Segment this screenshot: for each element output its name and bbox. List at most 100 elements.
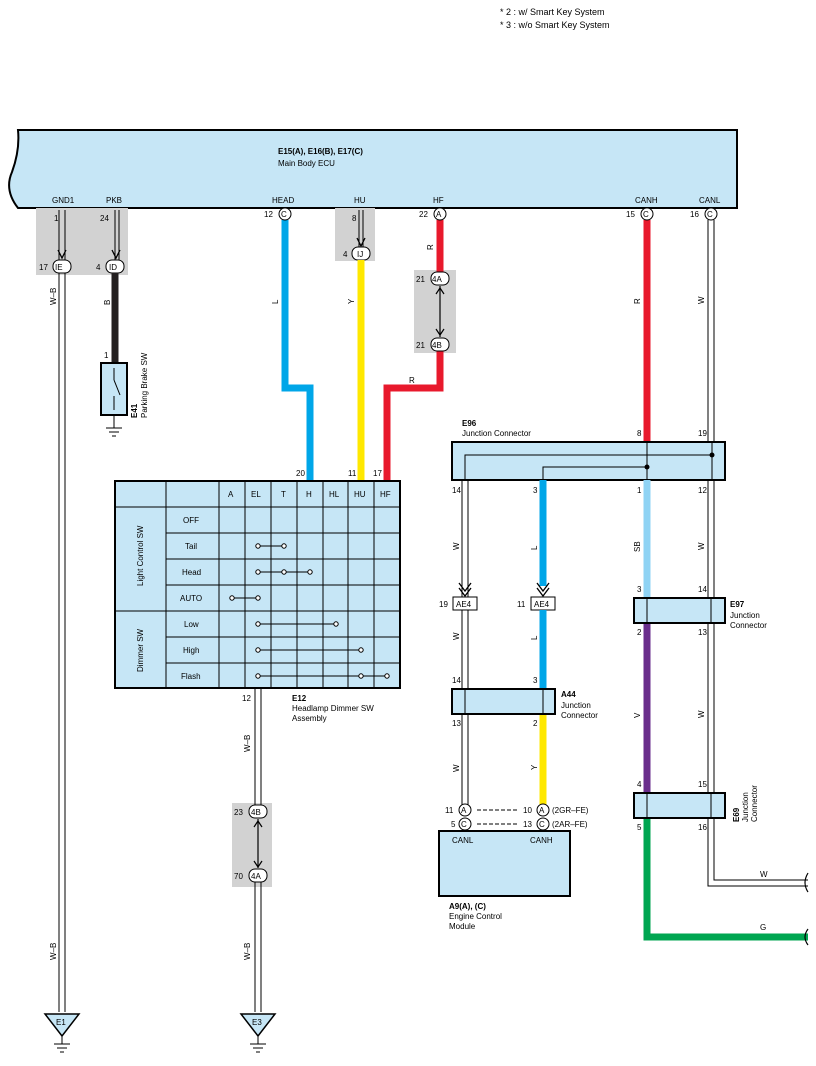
ecu-pin-canh: CANH <box>635 196 658 205</box>
pin-e69-16: 16 <box>698 823 707 832</box>
ecm-variant-2ar: (2AR–FE) <box>552 820 588 829</box>
conn-ecm-a-right: A <box>539 806 545 815</box>
ecu-pin-hu: HU <box>354 196 366 205</box>
pin-e69-15: 15 <box>698 780 707 789</box>
pin-ecm-13: 13 <box>523 820 532 829</box>
junction-connector-a44 <box>451 688 556 715</box>
wire-dimmer-ground: 4B 4A <box>248 688 268 1012</box>
pin-e96-14: 14 <box>452 486 461 495</box>
pin-e97-2: 2 <box>637 628 642 637</box>
dimmer-row-off: OFF <box>183 516 199 525</box>
pin-hf-4b: 21 <box>416 341 425 350</box>
pin-gnd1-ie: 17 <box>39 263 48 272</box>
junction-connector-e69 <box>633 792 726 819</box>
wire-label-e97-w: W <box>697 710 706 718</box>
e69-code: E69 <box>732 807 741 822</box>
dimmer-col-h: H <box>306 490 312 499</box>
pin-e69-5: 5 <box>637 823 642 832</box>
wire-e96-14-w: AE4 <box>452 480 478 805</box>
pin-ecm-5: 5 <box>451 820 456 829</box>
dimmer-row-flash: Flash <box>181 672 201 681</box>
pin-a44-3: 3 <box>533 676 538 685</box>
wire-label-v: V <box>633 712 642 718</box>
wire-label-dimmer-wb: W–B <box>243 735 252 752</box>
conn-ae4-right: AE4 <box>534 600 550 609</box>
dimmer-row-low: Low <box>184 620 199 629</box>
e69-name-1: Junction <box>741 792 750 822</box>
ecu-pin-gnd1: GND1 <box>52 196 75 205</box>
wire-canl: C <box>704 207 718 442</box>
pin-sw-hu: 11 <box>348 469 357 478</box>
conn-id: ID <box>109 263 117 272</box>
wire-label-g: G <box>760 923 766 932</box>
e96-name: Junction Connector <box>462 429 531 438</box>
conn-ecm-c-right: C <box>539 820 545 829</box>
wire-hu: IJ <box>351 210 371 481</box>
wire-pkb: ID <box>105 210 125 363</box>
wire-label-ae4-w: W <box>452 632 461 640</box>
pin-hu: 8 <box>352 214 357 223</box>
pin-e97-13: 13 <box>698 628 707 637</box>
wire-label-hu-y: Y <box>347 298 356 304</box>
dimmer-row-auto: AUTO <box>180 594 202 603</box>
ground-e3-label: E3 <box>252 1018 262 1027</box>
pin-canl: 16 <box>690 210 699 219</box>
dimmer-row-tail: Tail <box>185 542 197 551</box>
dimmer-row-high: High <box>183 646 199 655</box>
wire-hf: A 4A 4B <box>383 207 450 481</box>
conn-ie: IE <box>55 263 63 272</box>
ground-e1-label: E1 <box>56 1018 66 1027</box>
pin-ae4-right: 11 <box>517 600 526 609</box>
note-no-smart-key: * 3 : w/o Smart Key System <box>500 20 610 30</box>
pin-pkb-sw: 1 <box>104 351 109 360</box>
dimmer-row-head: Head <box>182 568 201 577</box>
wire-e96-12-w <box>707 480 808 887</box>
e97-name-2: Connector <box>730 621 767 630</box>
wire-label-a44-y: Y <box>530 764 539 770</box>
ecu-pin-hf: HF <box>433 196 444 205</box>
pin-a44-13: 13 <box>452 719 461 728</box>
wire-label-canl-w: W <box>697 296 706 304</box>
pin-head: 12 <box>264 210 273 219</box>
pin-sw-out: 12 <box>242 694 251 703</box>
pin-hf: 22 <box>419 210 428 219</box>
e97-name-1: Junction <box>730 611 760 620</box>
pin-pkb: 24 <box>100 214 109 223</box>
conn-hf-4b: 4B <box>432 341 442 350</box>
conn-ae4-left: AE4 <box>456 600 472 609</box>
conn-wb-4a: 4A <box>251 872 261 881</box>
conn-canl-c: C <box>707 210 713 219</box>
dimmer-col-el: EL <box>251 490 261 499</box>
wire-gnd1: IE <box>52 210 72 1012</box>
wire-e96-1-sb <box>643 480 808 941</box>
a44-code: A44 <box>561 690 576 699</box>
dimmer-col-t: T <box>281 490 286 499</box>
dimmer-col-a: A <box>228 490 234 499</box>
pin-a44-2: 2 <box>533 719 538 728</box>
e96-code: E96 <box>462 419 477 428</box>
conn-head-c: C <box>281 210 287 219</box>
parking-brake-switch <box>100 362 128 437</box>
dimmer-group-light-control: Light Control SW <box>136 525 145 586</box>
wire-label-head-l: L <box>271 299 280 304</box>
e69-name-2: Connector <box>750 785 759 822</box>
pin-e96-19: 19 <box>698 429 707 438</box>
pin-e96-8: 8 <box>637 429 642 438</box>
conn-ecm-a-left: A <box>461 806 467 815</box>
a44-name-1: Junction <box>561 701 591 710</box>
ground-e1: E1 <box>43 1013 81 1053</box>
dimmer-col-hf: HF <box>380 490 391 499</box>
note-smart-key: * 2 : w/ Smart Key System <box>500 7 605 17</box>
ecu-title: E15(A), E16(B), E17(C) <box>278 147 363 156</box>
ecm-code: A9(A), (C) <box>449 902 486 911</box>
conn-hf-4a: 4A <box>432 275 442 284</box>
wire-label-e96-14-w: W <box>452 542 461 550</box>
pin-a44-14: 14 <box>452 676 461 685</box>
junction-connector-e97 <box>633 597 726 624</box>
pin-e96-1: 1 <box>637 486 642 495</box>
pin-canh: 15 <box>626 210 635 219</box>
dimmer-col-hu: HU <box>354 490 366 499</box>
pin-ae4-left: 19 <box>439 600 448 609</box>
ecm-name-2: Module <box>449 922 476 931</box>
